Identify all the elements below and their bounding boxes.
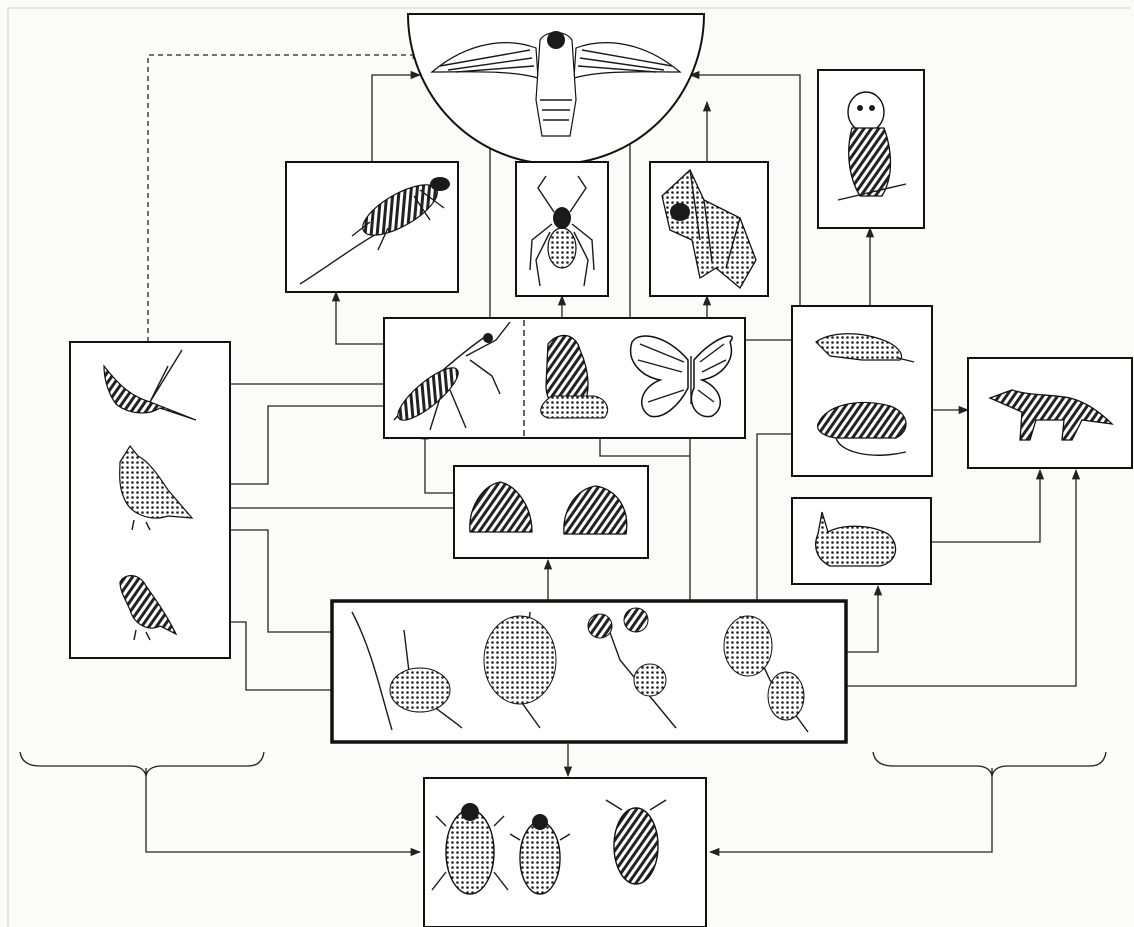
connectors: [19, 50, 1107, 857]
fox-icon: [988, 389, 1114, 441]
link-rabbit-fox: [931, 468, 1045, 543]
link-insects-lizard: [331, 290, 384, 345]
fox-node: [967, 357, 1133, 469]
woodlouse-icon: [605, 799, 667, 885]
bat-icon: [661, 168, 757, 289]
link-birds-decomposers: [145, 768, 422, 857]
lizard-icon: [299, 177, 450, 285]
rabbit-icon: [815, 511, 897, 567]
birds-node: [69, 341, 231, 659]
spider-node: [515, 161, 609, 297]
hawk-node: [406, 13, 706, 165]
brace-left: [19, 751, 265, 777]
small-mammals-frame: [791, 305, 933, 477]
lizard-node: [285, 161, 459, 293]
decomposers-node: [423, 777, 707, 927]
hawk-icon: [430, 31, 682, 137]
spider-icon: [529, 175, 595, 287]
small-mammals-node: [791, 305, 933, 477]
link-mammals-hawk: [688, 70, 801, 306]
mantis-icon: [393, 321, 511, 431]
finch-icon: [119, 575, 178, 641]
moth-icon: [540, 334, 609, 419]
snail-icon: [469, 481, 628, 535]
rabbit-node: [791, 497, 932, 585]
mouse-icon: [817, 401, 907, 456]
swallow-icon: [103, 349, 197, 421]
shrew-icon: [815, 333, 915, 363]
link-lizard-hawk: [371, 70, 422, 162]
spider-frame: [515, 161, 609, 297]
snail-node: [453, 465, 649, 559]
lark-icon: [119, 444, 194, 531]
owl-icon: [837, 91, 907, 201]
bat-node: [649, 161, 769, 297]
link-plants-fox: [846, 468, 1081, 687]
brace-right: [872, 751, 1107, 777]
link-snail-mantis: [420, 428, 454, 494]
plants-node: [330, 599, 848, 744]
owl-node: [817, 69, 925, 229]
link-mammals-decomposers: [708, 768, 993, 857]
beetle-icon: [431, 803, 571, 895]
insects-node: [383, 317, 746, 439]
link-birds-hawk: [147, 50, 424, 342]
link-plants-rabbit: [846, 584, 883, 653]
butterfly-icon: [629, 335, 733, 418]
plants-icon: [351, 607, 809, 733]
